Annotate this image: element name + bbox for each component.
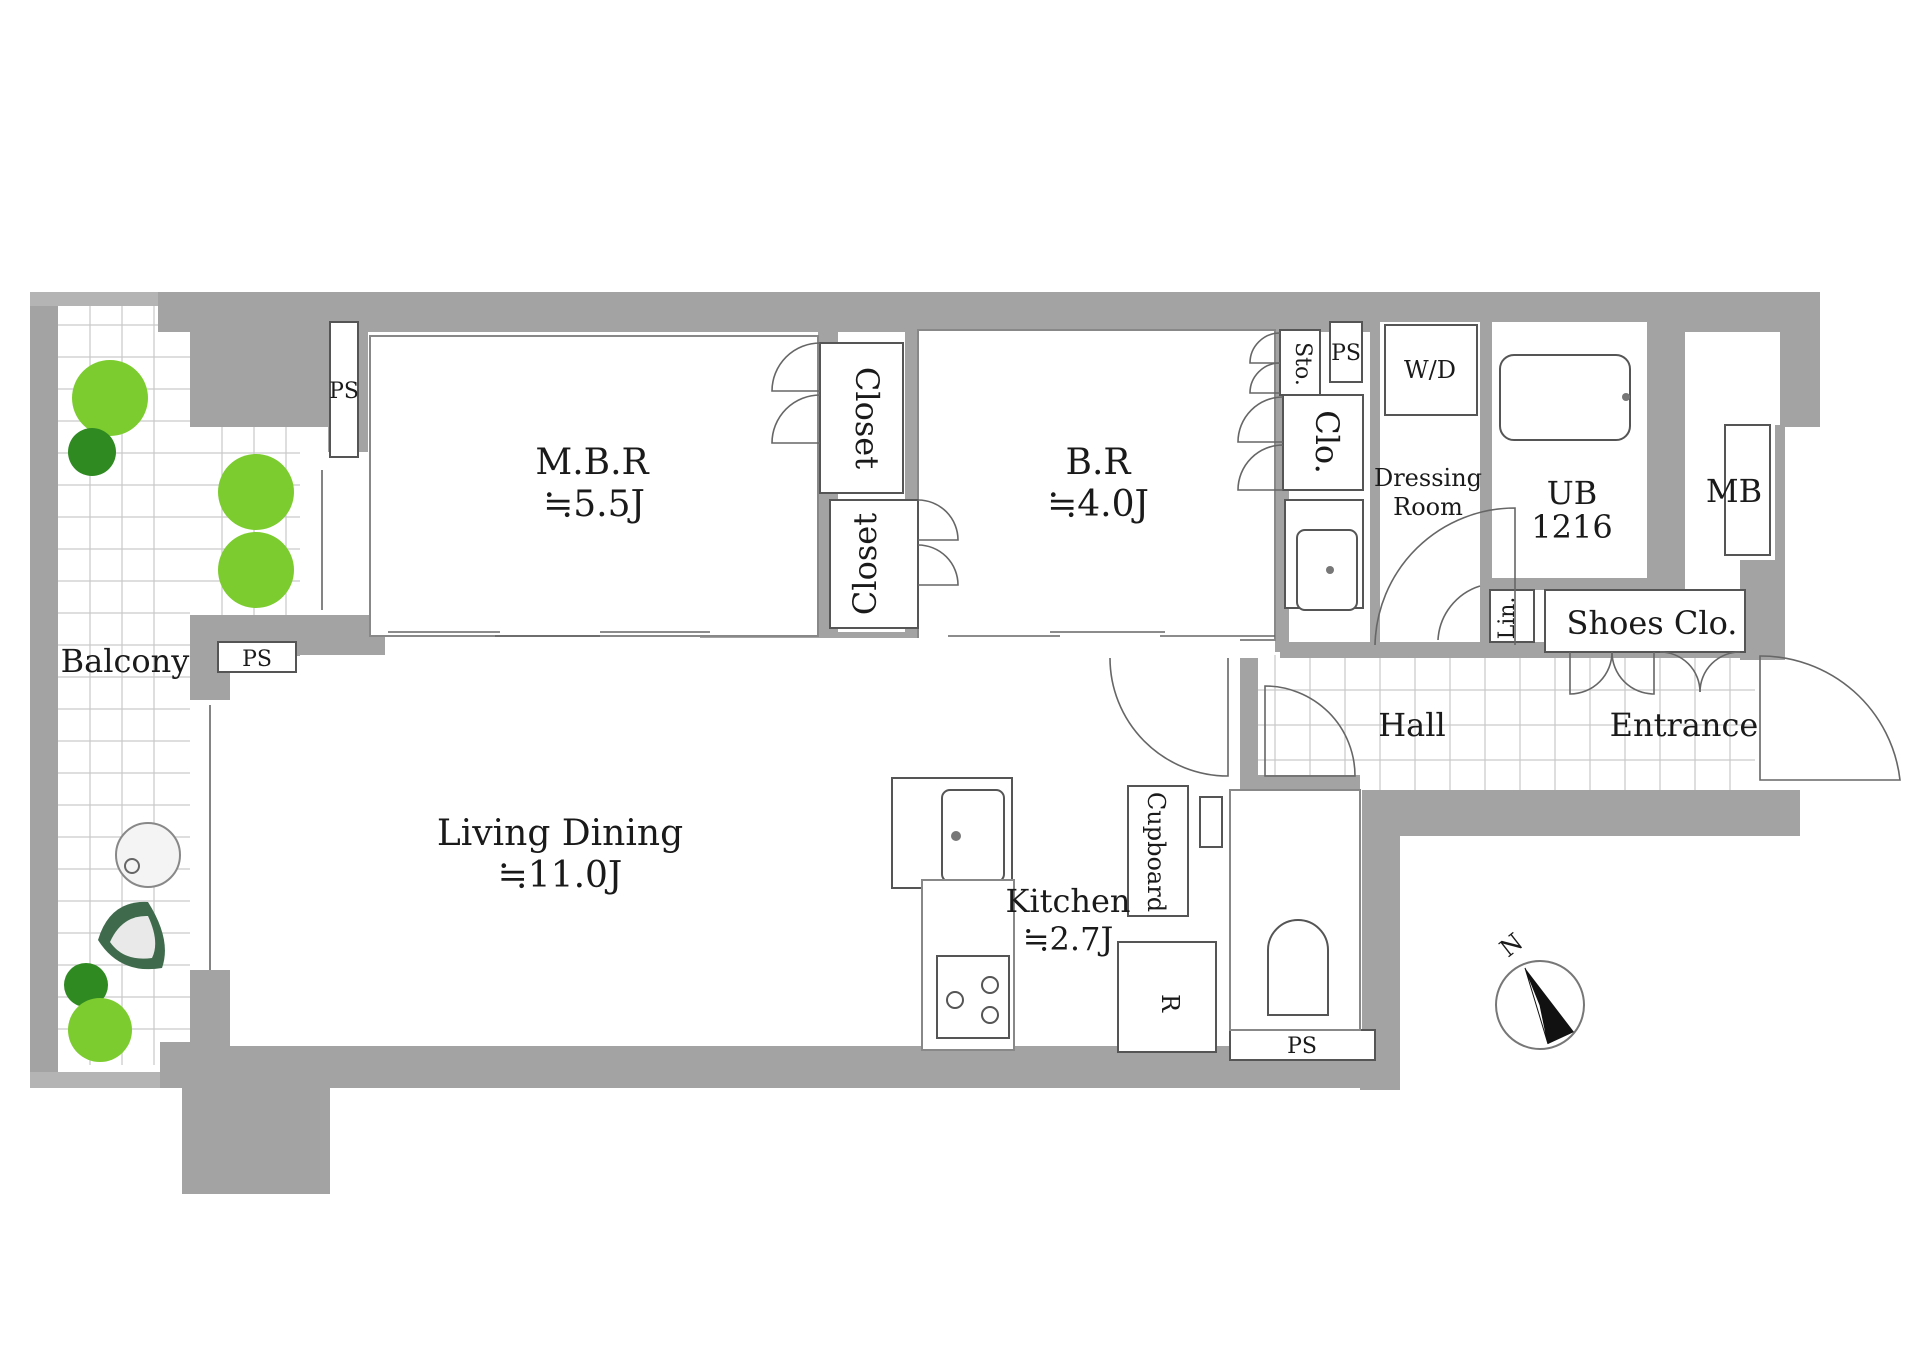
- closets: [819, 329, 1771, 917]
- mbr-area: ≒5.5J: [543, 484, 645, 525]
- wd-label: W/D: [1404, 356, 1456, 384]
- linen-label: Lin.: [1495, 597, 1520, 640]
- living-area: ≒11.0J: [498, 855, 623, 896]
- ps-label-mbr: PS: [329, 379, 359, 404]
- dressing-line1: Dressing: [1374, 464, 1482, 492]
- mbr-lower-closet-label: Closet: [846, 513, 884, 615]
- ps-label-toilet: PS: [1287, 1034, 1317, 1059]
- table-icon: [115, 822, 181, 888]
- chair-icon: [98, 901, 165, 970]
- closet-doors: [771, 332, 1741, 695]
- fridge-label: R: [1156, 994, 1184, 1013]
- mbr-name: M.B.R: [535, 442, 649, 483]
- ps-boxes: [217, 321, 1376, 1061]
- kitchen-sink-fixture: [891, 777, 1013, 889]
- mb-label: MB: [1706, 472, 1762, 510]
- ub-line2: 1216: [1531, 508, 1612, 546]
- compass-icon: N: [1494, 928, 1585, 1050]
- tree-icon: [64, 360, 294, 1062]
- kitchen-name: Kitchen: [1005, 882, 1130, 920]
- hall-name: Hall: [1378, 706, 1445, 744]
- br-closet-label: Clo.: [1308, 410, 1346, 474]
- br-area: ≒4.0J: [1047, 484, 1149, 525]
- entrance-name: Entrance: [1610, 706, 1759, 744]
- living-name: Living Dining: [437, 813, 683, 854]
- stove-fixture: [921, 879, 1015, 1051]
- storage-label: Sto.: [1290, 342, 1315, 386]
- room-doors: [209, 470, 1901, 970]
- fridge-fixture: [1117, 941, 1217, 1053]
- kitchen-area: ≒2.7J: [1023, 920, 1114, 958]
- toilet-fixture: [1199, 789, 1361, 1031]
- ps-label-balcony: PS: [242, 647, 272, 672]
- shoes-closet-label: Shoes Clo.: [1567, 604, 1738, 642]
- balcony-name: Balcony: [61, 642, 190, 680]
- washbasin-fixture: [1284, 499, 1364, 611]
- bathtub-fixture: [1499, 354, 1631, 441]
- hall-tiles: [1240, 655, 1755, 792]
- mbr-closet-label: Closet: [848, 367, 886, 469]
- compass-north-label: N: [1494, 928, 1528, 963]
- wd-fixture: [1384, 324, 1478, 416]
- ps-label-br: PS: [1331, 341, 1361, 366]
- cupboard-label: Cupboard: [1142, 792, 1170, 912]
- ub-line1: UB: [1547, 474, 1597, 512]
- dressing-line2: Room: [1393, 493, 1463, 521]
- br-name: B.R: [1065, 442, 1131, 483]
